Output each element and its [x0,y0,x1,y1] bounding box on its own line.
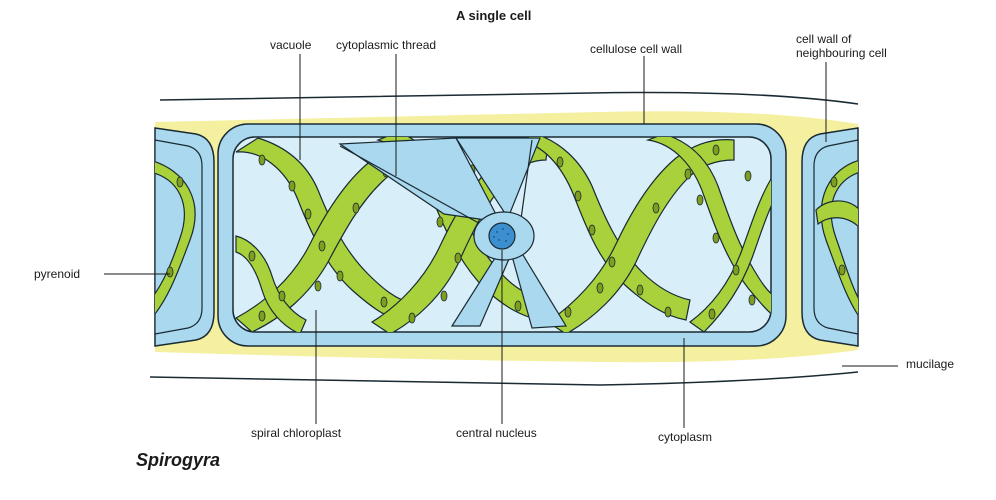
right-neighbour-cell [801,127,859,347]
diagram-caption: Spirogyra [136,450,221,470]
label-cell-wall-neighbour-line2: neighbouring cell [796,46,887,60]
spiral-chloroplast-bands [234,137,771,332]
label-central-nucleus: central nucleus [456,426,537,440]
label-spiral-chloroplast: spiral chloroplast [251,426,342,440]
mucilage-bottom-line [149,371,859,386]
label-pyrenoid: pyrenoid [34,267,81,281]
label-mucilage: mucilage [906,357,955,371]
label-cytoplasm: cytoplasm [658,430,713,444]
left-neighbour-cell [154,127,215,347]
central-nucleus [488,222,516,250]
diagram-title: A single cell [456,8,532,23]
label-vacuole: vacuole [270,38,312,52]
leader-lines [104,54,898,428]
label-cell-wall-neighbour-line1: cell wall of [796,32,852,46]
label-cytoplasmic-thread: cytoplasmic thread [336,38,437,52]
mucilage-top-line [159,91,859,105]
label-cellulose-cell-wall: cellulose cell wall [590,42,683,56]
